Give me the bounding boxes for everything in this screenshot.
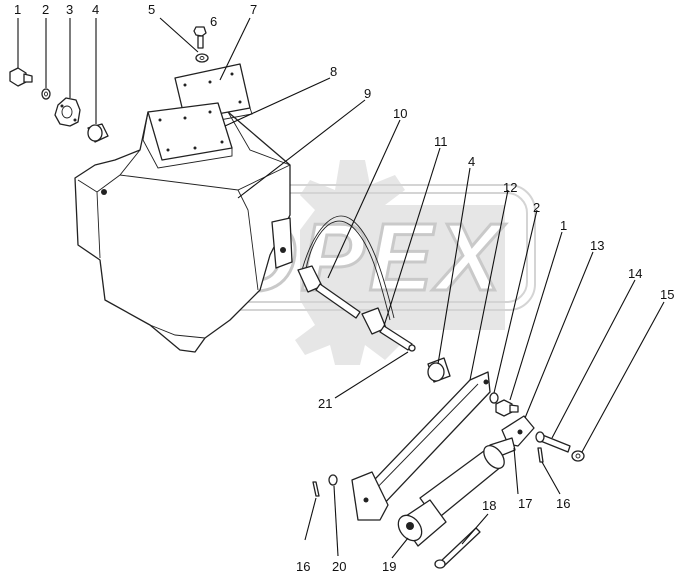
label-12: 12 bbox=[503, 180, 517, 195]
label-10: 10 bbox=[393, 106, 407, 121]
label-19: 19 bbox=[382, 559, 396, 574]
watermark-gear-icon bbox=[295, 160, 505, 365]
part-sensor-rod-10 bbox=[297, 215, 416, 352]
part-clip-20 bbox=[328, 474, 338, 486]
label-6: 6 bbox=[210, 14, 217, 29]
label-4a: 4 bbox=[92, 2, 99, 17]
part-cover-8 bbox=[142, 102, 233, 169]
part-pin-18 bbox=[434, 527, 481, 569]
part-bolt-1b bbox=[495, 399, 519, 417]
part-washer-5 bbox=[195, 53, 209, 63]
label-11: 11 bbox=[434, 134, 448, 149]
part-bolt-1 bbox=[9, 67, 33, 87]
label-2b: 2 bbox=[533, 200, 540, 215]
label-16a: 16 bbox=[296, 559, 310, 574]
label-21: 21 bbox=[318, 396, 332, 411]
label-13: 13 bbox=[590, 238, 604, 253]
part-pin-14 bbox=[535, 431, 571, 453]
label-20: 20 bbox=[332, 559, 346, 574]
part-gasket-3 bbox=[54, 97, 81, 127]
part-washer-2b bbox=[489, 392, 499, 404]
label-4b: 4 bbox=[468, 154, 475, 169]
part-washer-15 bbox=[571, 450, 585, 462]
label-15: 15 bbox=[660, 287, 674, 302]
part-labels: 1 2 3 4 5 6 7 8 9 10 11 4 12 2 1 13 14 1… bbox=[14, 2, 674, 574]
label-17: 17 bbox=[518, 496, 532, 511]
label-2a: 2 bbox=[42, 2, 49, 17]
label-1b: 1 bbox=[560, 218, 567, 233]
label-18: 18 bbox=[482, 498, 496, 513]
part-bushing-4b bbox=[427, 357, 451, 383]
part-bolt-6 bbox=[193, 26, 207, 49]
leader-lines bbox=[17, 17, 665, 559]
main-housing bbox=[74, 111, 291, 353]
part-cotter-16b bbox=[537, 447, 544, 463]
label-9: 9 bbox=[364, 86, 371, 101]
label-5: 5 bbox=[148, 2, 155, 17]
part-hydraulic-cylinder bbox=[397, 415, 535, 547]
part-bracket-9 bbox=[271, 217, 293, 269]
part-bracket-arm-12 bbox=[351, 371, 491, 521]
part-bushing-4a bbox=[87, 123, 109, 143]
part-cotter-16a bbox=[312, 481, 320, 497]
label-14: 14 bbox=[628, 266, 642, 281]
label-3: 3 bbox=[66, 2, 73, 17]
label-1a: 1 bbox=[14, 2, 21, 17]
part-washer-2 bbox=[41, 88, 51, 100]
label-7: 7 bbox=[250, 2, 257, 17]
label-8: 8 bbox=[330, 64, 337, 79]
label-16b: 16 bbox=[556, 496, 570, 511]
